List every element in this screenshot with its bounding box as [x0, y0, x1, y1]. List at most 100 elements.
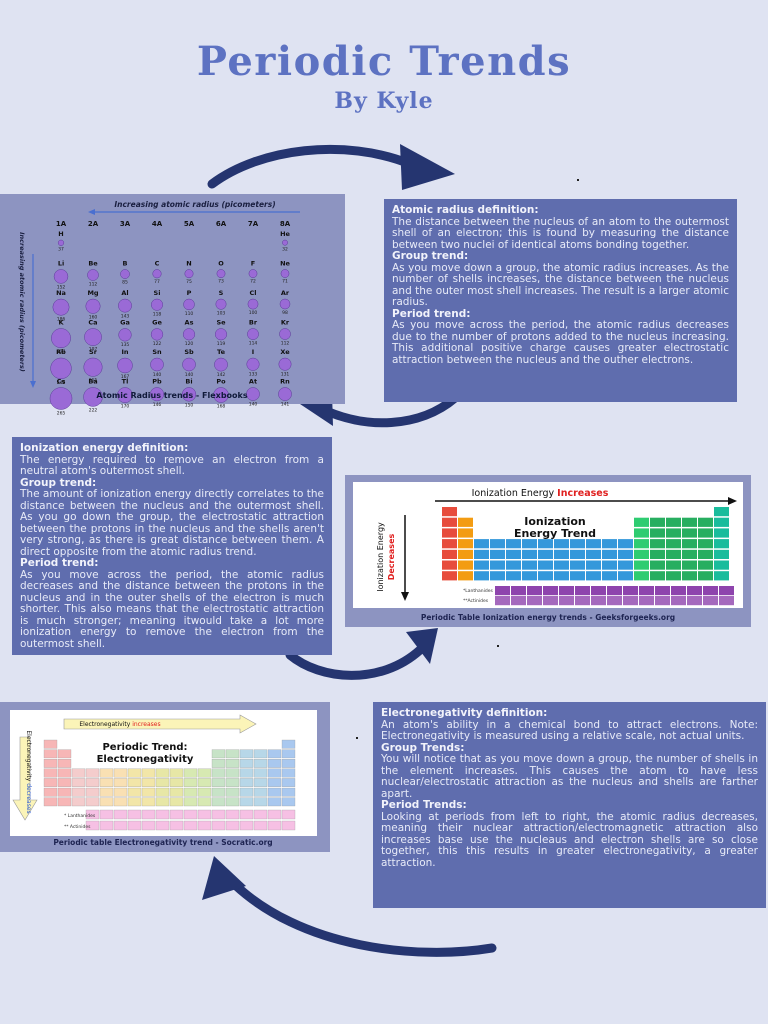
en-element-cell — [113, 778, 128, 787]
en-side-label: Electronegativity — [25, 730, 32, 783]
en-element-cell — [99, 797, 114, 807]
ar-caption: Atomic Radius trends - Flexbooks — [96, 391, 247, 400]
ionization-chart: Ionization Energy Increases Ionization E… — [353, 482, 743, 622]
ie-fblock-cell — [543, 586, 558, 596]
ie-fblock-cell — [591, 596, 606, 606]
ar-atom-sphere — [51, 328, 71, 349]
en-fblock-cell — [253, 809, 268, 820]
ar-atom-sphere — [150, 328, 164, 341]
ar-radius-value: 32 — [282, 246, 288, 252]
atomic-radius-figure: Increasing atomic radius (picometers) In… — [0, 194, 345, 417]
ie-top-label: Ionization Energy — [472, 488, 558, 499]
ie-element-cell — [618, 539, 633, 549]
ar-radius-value: 142 — [217, 372, 226, 378]
ie-element-cell — [490, 571, 505, 581]
en-element-cell — [127, 768, 142, 778]
ar-atom-sphere — [83, 387, 103, 407]
en-actinides-label: ** Actinides — [64, 824, 91, 830]
en-element-cell — [239, 759, 254, 768]
en-element-cell — [57, 797, 72, 807]
ar-element-symbol: At — [249, 378, 257, 386]
ie-element-cell — [698, 539, 713, 549]
arrow-1-head — [400, 144, 455, 190]
en-element-cell — [267, 787, 282, 797]
ar-radius-value: 215 — [89, 377, 98, 383]
ie-fblock-cell — [655, 596, 670, 606]
ar-radius-value: 167 — [121, 374, 130, 380]
en-element-cell — [43, 759, 58, 768]
svg-text:Electronegativity increases: Electronegativity increases — [79, 721, 160, 728]
ie-fblock-cell — [623, 596, 638, 606]
ie-element-cell — [682, 539, 697, 549]
ie-element-cell — [666, 539, 681, 549]
en-element-cell — [211, 778, 226, 787]
ie-element-cell — [490, 539, 505, 549]
en-element-cell — [85, 778, 100, 787]
en-fblock-cell — [281, 809, 296, 820]
ie-fblock-cell — [671, 586, 686, 596]
ie-element-cell — [602, 571, 617, 581]
en-element-cell — [239, 797, 254, 807]
ar-element-symbol: Mg — [87, 289, 98, 297]
electronegativity-panel: Electronegativity definition: An atom's … — [373, 702, 766, 908]
ie-element-cell — [458, 549, 473, 559]
ie-element-cell — [442, 507, 457, 517]
en-group-heading: Group Trends: — [381, 741, 465, 754]
page-subtitle: By Kyle — [334, 88, 434, 114]
ar-element-symbol: Si — [154, 289, 161, 297]
en-element-cell — [57, 768, 72, 778]
ie-element-cell — [586, 571, 601, 581]
ie-element-cell — [666, 571, 681, 581]
en-side-label-emph: decreases — [25, 783, 32, 813]
ie-title-1: Ionization — [524, 515, 586, 528]
ar-element-symbol: Sr — [89, 348, 98, 356]
ar-radius-value: 120 — [185, 341, 194, 347]
en-caption: Periodic table Electronegativity trend -… — [53, 838, 272, 847]
en-element-cell — [183, 778, 198, 787]
ie-element-cell — [554, 539, 569, 549]
en-element-cell — [225, 749, 240, 759]
en-element-cell — [253, 797, 268, 807]
ar-element-symbol: Po — [216, 378, 226, 386]
ie-element-cell — [586, 560, 601, 570]
ie-element-cell — [554, 571, 569, 581]
en-element-cell — [253, 749, 268, 759]
ie-element-cell — [458, 560, 473, 570]
ar-radius-value: 98 — [282, 310, 288, 316]
ar-element-symbol: Ar — [281, 289, 290, 297]
en-fblock-cell — [253, 820, 268, 831]
ionization-figure: Ionization Energy Increases Ionization E… — [345, 475, 751, 627]
ie-fblock-cell — [671, 596, 686, 606]
ar-atom-sphere — [117, 387, 133, 403]
ie-element-cell — [698, 560, 713, 570]
en-element-cell — [113, 797, 128, 807]
ie-element-cell — [714, 549, 729, 559]
ie-period-text: As you move across the period, the atomi… — [20, 568, 324, 650]
ar-element-symbol: Kr — [281, 319, 290, 327]
ie-fblock-cell — [559, 596, 574, 606]
en-element-cell — [267, 759, 282, 768]
ar-element-symbol: H — [58, 230, 63, 238]
ar-group-label: 4A — [152, 220, 163, 228]
ar-radius-value: 197 — [89, 347, 98, 353]
en-element-cell — [267, 778, 282, 787]
en-element-cell — [127, 778, 142, 787]
ie-element-cell — [714, 539, 729, 549]
en-element-cell — [113, 787, 128, 797]
en-fblock-cell — [113, 820, 128, 831]
en-element-cell — [141, 778, 156, 787]
en-element-cell — [211, 749, 226, 759]
ionization-panel: Ionization energy definition: The energy… — [12, 437, 332, 655]
ar-atom-sphere — [282, 239, 288, 246]
ar-atom-sphere — [278, 357, 292, 371]
ar-element-symbol: Xe — [280, 348, 290, 356]
ar-radius-value: 141 — [281, 402, 290, 408]
ar-atom-sphere — [118, 328, 132, 342]
ar-atom-sphere — [247, 328, 259, 340]
ar-radius-value: 112 — [281, 341, 290, 347]
ar-radius-value: 222 — [89, 407, 98, 413]
en-element-cell — [57, 759, 72, 768]
ar-atom-sphere — [118, 298, 132, 313]
ie-element-cell — [682, 560, 697, 570]
en-fblock-cell — [141, 820, 156, 831]
